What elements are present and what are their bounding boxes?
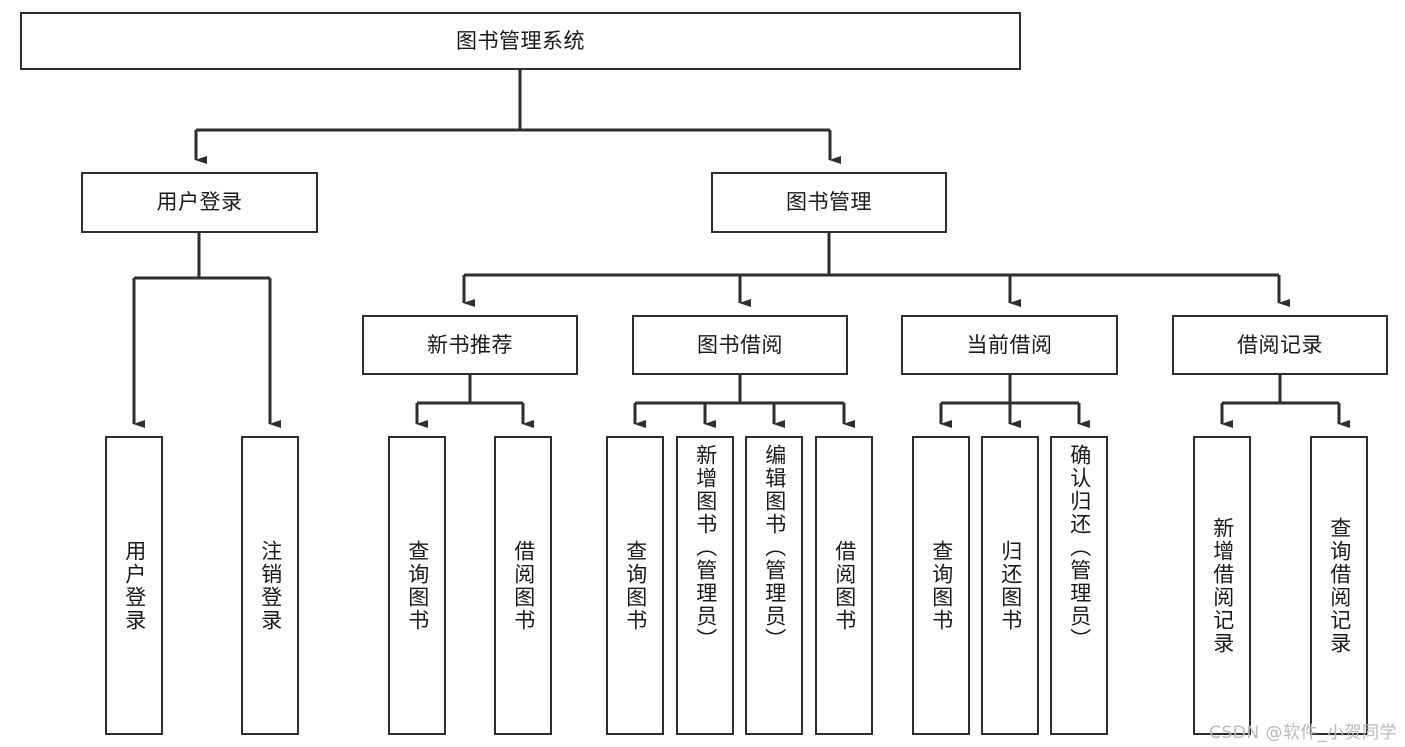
node-user-login[interactable]: 用户登录 (81, 172, 318, 233)
leaf-return-book[interactable]: 归还图书 (981, 436, 1039, 735)
node-label: 图书管理系统 (456, 28, 585, 53)
node-label: 查询图书 (623, 539, 648, 632)
node-label: 归还图书 (998, 539, 1023, 632)
node-label: 新增借阅记录 (1210, 516, 1235, 655)
node-label: 用户登录 (122, 539, 147, 632)
leaf-user-login[interactable]: 用户登录 (105, 436, 163, 735)
node-book-management[interactable]: 图书管理 (711, 172, 947, 233)
leaf-borrow-book[interactable]: 借阅图书 (815, 436, 873, 735)
node-label: 查询图书 (405, 539, 430, 632)
node-new-book-recommend[interactable]: 新书推荐 (362, 315, 578, 375)
leaf-query-book-recommend[interactable]: 查询图书 (388, 436, 446, 735)
node-label: 图书管理 (786, 190, 872, 214)
leaf-query-book-current[interactable]: 查询图书 (912, 436, 970, 735)
node-label: 查询图书 (929, 539, 954, 632)
node-label: 当前借阅 (966, 332, 1053, 357)
node-label: 新增图书（管理员） (693, 444, 718, 651)
node-label: 编辑图书（管理员） (762, 444, 787, 651)
node-label: 图书借阅 (697, 332, 783, 357)
leaf-confirm-return[interactable]: 确认归还（管理员） (1050, 436, 1108, 735)
leaf-add-book[interactable]: 新增图书（管理员） (676, 436, 734, 735)
node-label: 借阅图书 (832, 539, 857, 632)
node-book-borrow[interactable]: 图书借阅 (632, 315, 848, 375)
node-label: 注销登录 (258, 539, 283, 632)
node-borrow-record[interactable]: 借阅记录 (1172, 315, 1388, 375)
node-label: 借阅图书 (511, 539, 536, 632)
leaf-borrow-book-recommend[interactable]: 借阅图书 (494, 436, 552, 735)
leaf-logout[interactable]: 注销登录 (241, 436, 299, 735)
node-current-borrow[interactable]: 当前借阅 (901, 315, 1118, 375)
node-label: 借阅记录 (1237, 332, 1323, 357)
node-label: 新书推荐 (427, 332, 513, 357)
leaf-query-borrow-record[interactable]: 查询借阅记录 (1310, 436, 1368, 735)
leaf-query-book-borrow[interactable]: 查询图书 (606, 436, 664, 735)
leaf-edit-book[interactable]: 编辑图书（管理员） (745, 436, 803, 735)
leaf-add-borrow-record[interactable]: 新增借阅记录 (1193, 436, 1251, 735)
node-label: 查询借阅记录 (1327, 516, 1352, 655)
node-label: 用户登录 (156, 190, 243, 214)
node-root-book-management-system[interactable]: 图书管理系统 (20, 12, 1021, 70)
node-label: 确认归还（管理员） (1067, 444, 1092, 651)
